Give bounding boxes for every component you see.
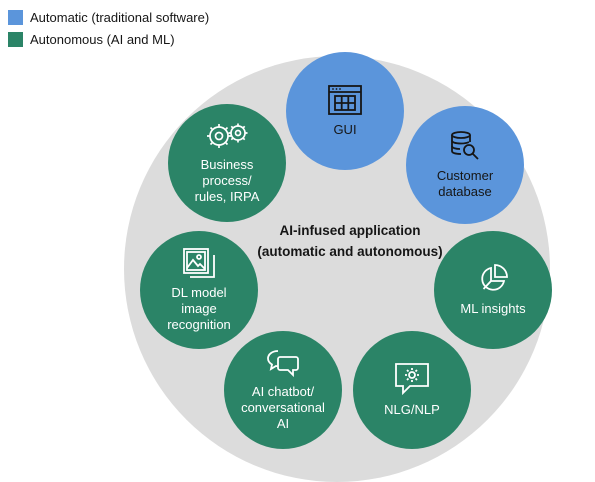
center-title: AI-infused application (automatic and au… — [245, 220, 455, 262]
chat-gear-icon — [395, 363, 429, 396]
database-search-icon — [451, 131, 479, 160]
legend-item-autonomous: Autonomous (AI and ML) — [8, 28, 209, 50]
legend-label-automatic: Automatic (traditional software) — [30, 9, 210, 25]
node-dl-model-label-line: image — [181, 301, 217, 316]
legend-swatch-autonomous — [8, 31, 23, 47]
node-ai-chatbot-label-line: AI chatbot/ — [251, 384, 315, 399]
node-dl-model-label: DL model image recognition — [157, 285, 241, 333]
legend: Automatic (traditional software) Autonom… — [8, 6, 209, 50]
node-ai-chatbot-label: AI chatbot/ conversational AI — [231, 384, 335, 432]
node-business-process-label: Business process/ rules, IRPA — [185, 157, 270, 205]
node-nlg-nlp-label-line: NLG/NLP — [384, 402, 440, 417]
pie-chart-icon — [481, 264, 508, 291]
gears-icon — [207, 123, 248, 148]
node-customer-database: Customer database — [406, 106, 524, 224]
node-ml-insights-label-line: ML insights — [460, 301, 526, 316]
legend-label-autonomous: Autonomous (AI and ML) — [30, 31, 175, 47]
legend-item-automatic: Automatic (traditional software) — [8, 6, 209, 28]
node-ml-insights: ML insights — [434, 231, 552, 349]
node-ai-chatbot: AI chatbot/ conversational AI — [224, 331, 342, 449]
node-dl-model-label-line: recognition — [167, 317, 231, 332]
node-business-process-label-line: process/ — [202, 173, 252, 188]
legend-swatch-automatic — [8, 9, 23, 25]
node-gui: GUI — [286, 52, 404, 170]
node-business-process: Business process/ rules, IRPA — [168, 104, 286, 222]
node-customer-database-label: Customer database — [427, 168, 503, 200]
node-dl-model-label-line: DL model — [171, 285, 227, 300]
node-ai-chatbot-label-line: AI — [276, 416, 290, 431]
node-gui-label-line: GUI — [333, 122, 357, 137]
browser-grid-icon — [328, 85, 362, 115]
node-customer-database-label-line: database — [438, 184, 492, 199]
node-nlg-nlp: NLG/NLP — [353, 331, 471, 449]
node-nlg-nlp-label: NLG/NLP — [374, 402, 450, 418]
node-gui-label: GUI — [323, 122, 366, 138]
node-business-process-label-line: Business — [200, 157, 254, 172]
node-business-process-label-line: rules, IRPA — [194, 189, 260, 204]
node-customer-database-label-line: Customer — [436, 168, 494, 183]
image-gallery-icon — [183, 248, 215, 278]
node-ai-chatbot-label-line: conversational — [241, 400, 325, 415]
center-title-line2: (automatic and autonomous) — [257, 244, 443, 259]
node-dl-model: DL model image recognition — [140, 231, 258, 349]
node-ml-insights-label: ML insights — [450, 301, 535, 317]
center-title-line1: AI-infused application — [279, 223, 421, 238]
chat-bubbles-icon — [267, 350, 299, 378]
